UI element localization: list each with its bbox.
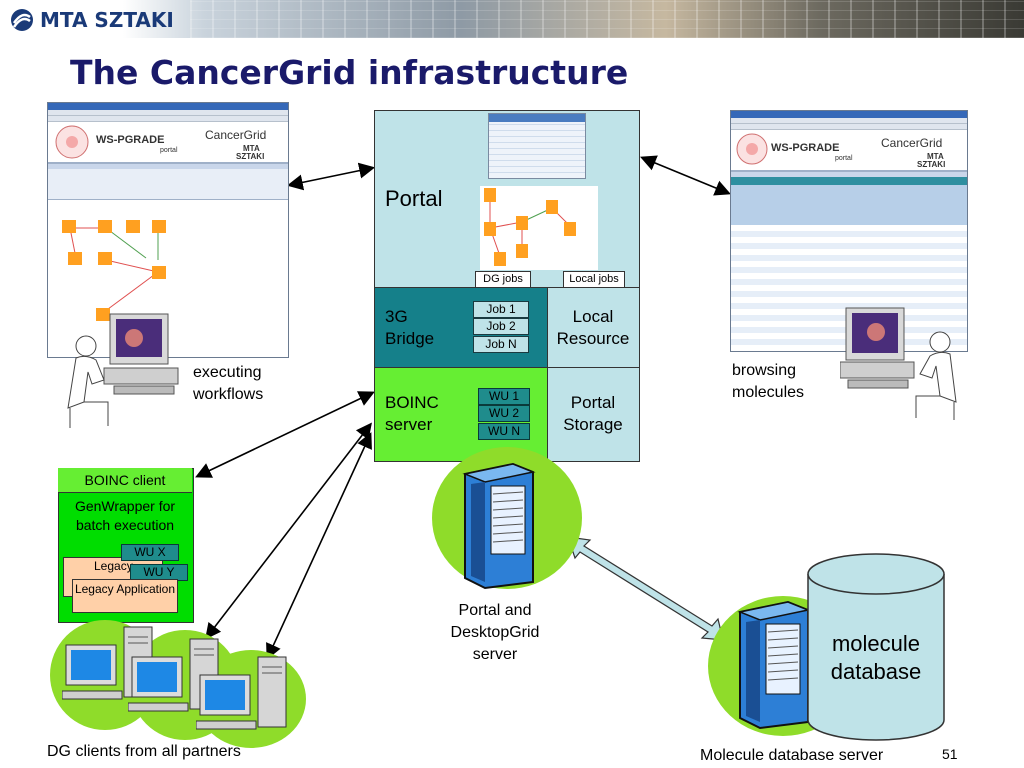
arrow-portal-right-screen — [640, 155, 731, 196]
boinc-server-label: BOINC server — [385, 393, 439, 434]
page-number: 51 — [942, 746, 958, 762]
sztaki-logo-icon — [11, 9, 33, 31]
sztaki-brand: SZTAKI — [917, 160, 946, 169]
table-header — [731, 185, 967, 225]
ws-pgrade-brand: WS-PGRADE — [771, 142, 840, 154]
portal-label: Portal — [385, 186, 443, 211]
arrow-left-screen-portal — [286, 162, 376, 191]
wu-item: WU 1 — [478, 388, 530, 405]
portal-tabs — [731, 172, 967, 178]
wu-item: WU 2 — [478, 405, 530, 422]
window-toolbar — [731, 124, 967, 130]
wu-y-item: WU Y — [130, 564, 188, 581]
server-tower-icon — [737, 600, 811, 730]
header-band — [0, 0, 1024, 38]
boinc-client-label: BOINC client — [58, 468, 192, 493]
window-titlebar — [731, 111, 967, 118]
ws-pgrade-brand: WS-PGRADE — [96, 134, 165, 146]
legacy-application-card: Legacy Application — [72, 579, 178, 613]
workflow-form — [48, 169, 288, 200]
job-item: Job 2 — [473, 318, 529, 335]
table-title-bar — [731, 177, 967, 185]
database-label: molecule database — [830, 631, 922, 684]
mta-brand: MTA — [243, 144, 260, 153]
executing-workflows-caption: executing workflows — [193, 364, 264, 403]
window-titlebar — [48, 103, 288, 110]
workflow-graph — [62, 220, 166, 321]
flower-logo-icon — [55, 125, 89, 159]
window-toolbar — [48, 116, 288, 122]
portal-mini-screenshot — [488, 113, 586, 179]
dg-clients-caption: DG clients from all partners — [47, 743, 241, 760]
db-server-caption: Molecule database server — [700, 747, 884, 764]
portal-tabs — [48, 164, 288, 170]
portal-workflow-graph — [480, 186, 598, 270]
logo-text: MTA SZTAKI — [40, 8, 174, 32]
portal-storage-box — [547, 367, 640, 462]
browsing-molecules-caption: browsing molecules — [732, 362, 805, 401]
portal-banner: WS-PGRADE portal CancerGrid MTA SZTAKI — [731, 130, 967, 172]
flower-logo-icon — [736, 133, 768, 165]
cancergrid-brand: CancerGrid — [205, 128, 267, 142]
job-item: Job 1 — [473, 301, 529, 318]
arrow-boinc-dg-client2 — [266, 432, 372, 660]
wu-item: WU N — [478, 423, 530, 440]
server-tower-icon — [462, 462, 536, 590]
sztaki-brand: SZTAKI — [236, 152, 265, 161]
page-title: The CancerGrid infrastructure — [70, 53, 629, 92]
local-resource-box — [547, 287, 640, 369]
mta-brand: MTA — [927, 152, 944, 161]
job-item: Job N — [473, 336, 529, 353]
dg-jobs-tag: DG jobs — [475, 271, 531, 288]
person-at-computer-icon — [67, 313, 179, 428]
double-arrow-icon — [567, 536, 724, 641]
3g-bridge-label: 3G Bridge — [385, 307, 435, 348]
client-computer-icon — [196, 656, 287, 730]
database-cylinder-icon — [807, 553, 945, 741]
genwrapper-label: GenWrapper for batch execution — [74, 498, 176, 533]
cancergrid-brand: CancerGrid — [881, 136, 943, 150]
arrow-boinc-dg-client1 — [205, 422, 372, 640]
person-at-computer-icon — [840, 307, 957, 420]
local-jobs-tag: Local jobs — [563, 271, 625, 288]
wu-x-item: WU X — [121, 544, 179, 561]
window-menubar — [731, 118, 967, 124]
portal-banner: WS-PGRADE portal CancerGrid MTA SZTAKI — [48, 122, 288, 164]
portal-brand: portal — [835, 155, 853, 162]
portal-server-caption: Portal and DesktopGrid server — [450, 602, 540, 663]
portal-storage-label: Portal Storage — [563, 393, 623, 434]
window-menubar — [48, 110, 288, 116]
local-resource-label: Local Resource — [556, 307, 630, 348]
circuit-decoration — [190, 0, 1024, 38]
sztaki-logo: MTA SZTAKI — [10, 6, 174, 34]
portal-brand: portal — [160, 147, 178, 154]
